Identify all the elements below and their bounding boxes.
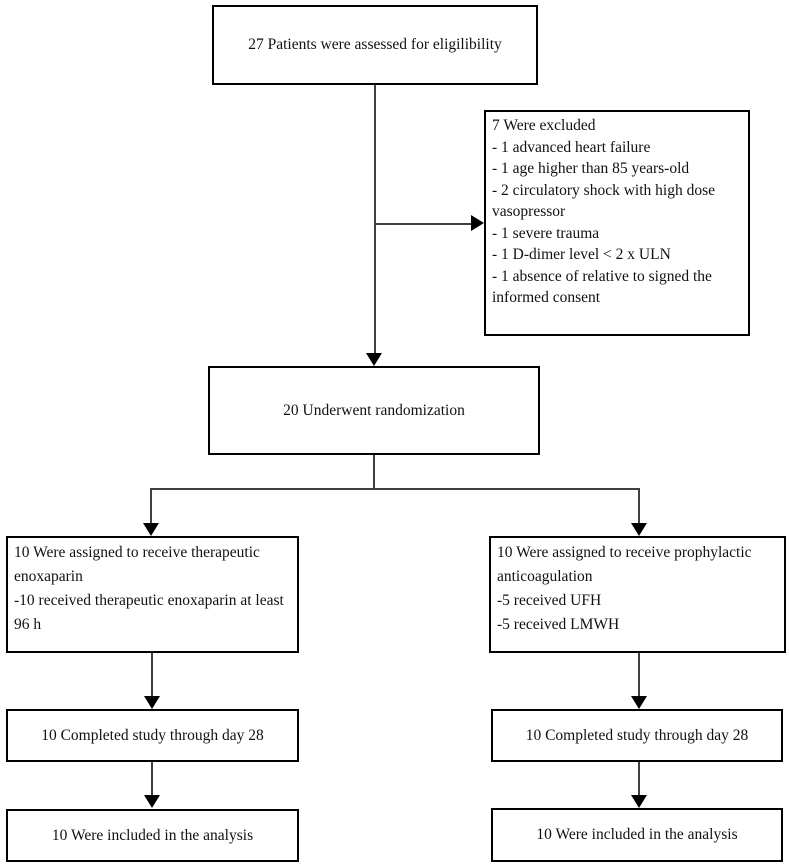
analysis-right-text: 10 Were included in the analysis bbox=[536, 826, 738, 844]
connector-branch-right bbox=[638, 488, 640, 524]
excluded-item: - 2 circulatory shock with high dose vas… bbox=[492, 181, 715, 221]
prophylactic-arm-box: 10 Were assigned to receive prophylactic… bbox=[489, 536, 786, 653]
assessed-text: 27 Patients were assessed for eligilibil… bbox=[248, 36, 502, 54]
analysis-box-left: 10 Were included in the analysis bbox=[6, 809, 299, 862]
completed-box-left: 10 Completed study through day 28 bbox=[6, 709, 299, 762]
assessed-box: 27 Patients were assessed for eligilibil… bbox=[212, 5, 538, 85]
analysis-box-right: 10 Were included in the analysis bbox=[491, 808, 783, 862]
arrowhead-right-excluded bbox=[471, 215, 484, 231]
completed-right-text: 10 Completed study through day 28 bbox=[525, 726, 749, 744]
connector-to-excluded bbox=[375, 223, 471, 225]
connector-right-completed-to-analysis bbox=[638, 762, 640, 796]
connector-left-arm-to-completed bbox=[151, 653, 153, 697]
therapeutic-arm-line: 10 Were assigned to receive therapeutic … bbox=[14, 544, 260, 585]
excluded-item: - 1 age higher than 85 years-old bbox=[492, 160, 690, 177]
connector-assessed-to-randomized bbox=[374, 85, 376, 354]
therapeutic-arm-line: -10 received therapeutic enoxaparin at l… bbox=[14, 592, 284, 633]
connector-left-completed-to-analysis bbox=[151, 762, 153, 796]
randomized-box: 20 Underwent randomization bbox=[208, 366, 540, 455]
prophylactic-arm-line: -5 received UFH bbox=[497, 592, 602, 609]
completed-box-right: 10 Completed study through day 28 bbox=[491, 709, 783, 762]
arrowhead-down-completed-left bbox=[144, 696, 160, 709]
randomized-text: 20 Underwent randomization bbox=[283, 401, 465, 419]
arrowhead-down-arm-left bbox=[143, 523, 159, 536]
excluded-item: - 1 D-dimer level < 2 x ULN bbox=[492, 246, 671, 263]
excluded-box: 7 Were excluded - 1 advanced heart failu… bbox=[484, 110, 750, 336]
completed-left-text: 10 Completed study through day 28 bbox=[41, 726, 264, 744]
excluded-item: - 1 severe trauma bbox=[492, 224, 600, 242]
connector-branch-left bbox=[150, 488, 152, 524]
excluded-title: 7 Were excluded bbox=[492, 117, 596, 134]
connector-right-arm-to-completed bbox=[638, 653, 640, 697]
analysis-left-text: 10 Were included in the analysis bbox=[51, 826, 254, 844]
therapeutic-arm-box: 10 Were assigned to receive therapeutic … bbox=[6, 536, 299, 653]
arrowhead-down-randomized bbox=[366, 353, 382, 366]
prophylactic-arm-line: 10 Were assigned to receive prophylactic… bbox=[497, 544, 752, 585]
arrowhead-down-analysis-right bbox=[631, 795, 647, 808]
prophylactic-arm-line: -5 received LMWH bbox=[497, 616, 620, 633]
connector-randomized-stem bbox=[373, 455, 375, 489]
excluded-item: - 1 advanced heart failure bbox=[492, 138, 651, 156]
arrowhead-down-completed-right bbox=[631, 696, 647, 709]
connector-branch-horizontal bbox=[150, 488, 639, 490]
excluded-item: - 1 absence of relative to signed the in… bbox=[492, 267, 712, 307]
arrowhead-down-analysis-left bbox=[144, 795, 160, 808]
arrowhead-down-arm-right bbox=[631, 523, 647, 536]
